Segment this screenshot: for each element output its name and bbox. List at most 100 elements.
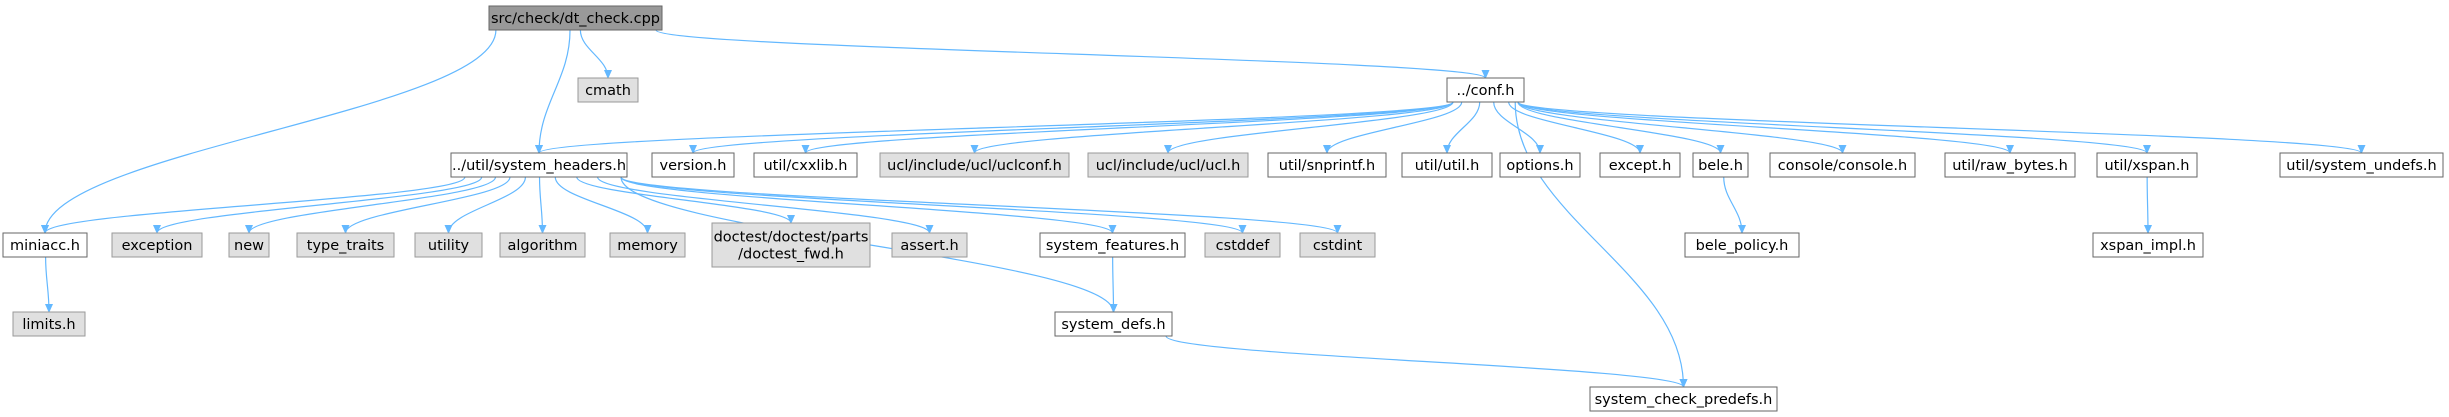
node-box-syscheck [1589,386,1778,412]
node-new[interactable]: new [228,232,270,258]
node-box-typetraits [296,232,395,258]
node-limits[interactable]: limits.h [12,311,86,337]
node-assert[interactable]: assert.h [891,232,968,258]
node-label-miniacc: miniacc.h [10,238,80,254]
node-label-cstddef: cstddef [1216,238,1271,254]
node-typetraits[interactable]: type_traits [296,232,395,258]
node-sysundefs[interactable]: util/system_undefs.h [2279,152,2444,178]
node-exception[interactable]: exception [111,232,203,258]
node-root[interactable]: src/check/dt_check.cpp [488,5,663,31]
node-version[interactable]: version.h [651,152,735,178]
node-box-limits [12,311,86,337]
edge-conf-to-version [689,101,1454,154]
node-label-bele: bele.h [1698,158,1743,174]
node-miniacc[interactable]: miniacc.h [2,232,88,258]
node-uclconf[interactable]: ucl/include/ucl/uclconf.h [879,152,1070,178]
node-algorithm[interactable]: algorithm [499,232,586,258]
edge-sysheaders-to-doctest [576,176,795,224]
edge-conf-to-except [1508,101,1644,154]
node-box-options [1499,152,1581,178]
node-label-snprintf: util/snprintf.h [1279,158,1375,174]
node-util[interactable]: util/util.h [1401,152,1493,178]
node-console[interactable]: console/console.h [1769,152,1916,178]
node-conf[interactable]: ../conf.h [1446,77,1525,103]
node-label-rawbytes: util/raw_bytes.h [1952,158,2068,174]
edge-conf-to-xspan [1517,101,2151,154]
edge-root-to-miniacc [41,29,497,234]
node-box-assert [891,232,968,258]
edge-miniacc-to-limits [44,256,53,313]
node-box-bele [1692,152,1749,178]
node-label-except: except.h [1609,158,1672,174]
edge-sysheaders-to-miniacc [41,176,466,234]
node-box-utility [414,232,483,258]
node-box-new [228,232,270,258]
node-rawbytes[interactable]: util/raw_bytes.h [1944,152,2076,178]
node-label-uclconf: ucl/include/ucl/uclconf.h [887,158,1062,174]
node-memory[interactable]: memory [609,232,686,258]
node-label-syscheck: system_check_predefs.h [1595,392,1773,408]
edge-conf-to-sysundefs [1517,101,2366,154]
node-doctest[interactable]: doctest/doctest/parts/doctest_fwd.h [711,222,871,268]
edge-conf-to-snprintf [1323,101,1463,154]
node-box-version [651,152,735,178]
edge-conf-to-bele [1517,101,1725,154]
node-options[interactable]: options.h [1499,152,1581,178]
edge-conf-to-uclconf [970,101,1454,154]
node-bele[interactable]: bele.h [1692,152,1749,178]
edge-sysheaders-to-sysfeatures [620,176,1117,234]
node-box-xspan [2096,152,2198,178]
node-box-sysdefs [1054,311,1173,337]
node-box-memory [609,232,686,258]
edge-sysheaders-to-typetraits [341,176,511,234]
edge-sysheaders-to-algorithm [538,176,547,234]
node-belepolicy[interactable]: bele_policy.h [1684,232,1800,258]
node-sysheaders[interactable]: ../util/system_headers.h [450,152,628,178]
node-box-except [1599,152,1681,178]
node-ucl[interactable]: ucl/include/ucl/ucl.h [1087,152,1249,178]
edge-root-to-sysheaders [535,29,571,154]
node-label-root: src/check/dt_check.cpp [491,11,660,27]
node-sysfeatures[interactable]: system_features.h [1039,232,1186,258]
node-label-exception: exception [122,238,193,254]
node-box-doctest [711,222,871,268]
edge-conf-to-cxxlib [801,101,1454,154]
edge-bele-to-belepolicy [1723,176,1746,234]
node-label-doctest-line-1: doctest/doctest/parts [714,230,869,246]
edge-sysdefs-to-syscheck [1165,335,1688,388]
node-box-root [488,5,663,31]
node-label-sysfeatures: system_features.h [1046,238,1179,254]
node-box-uclconf [879,152,1070,178]
node-cxxlib[interactable]: util/cxxlib.h [753,152,858,178]
edge-conf-to-syscheck [1514,101,1688,388]
node-snprintf[interactable]: util/snprintf.h [1267,152,1387,178]
node-label-options: options.h [1506,158,1573,174]
edge-xspan-to-xspanimpl [2143,176,2152,234]
edge-conf-to-ucl [1164,101,1454,154]
node-label-console: console/console.h [1778,158,1908,174]
node-cstdint[interactable]: cstdint [1299,232,1376,258]
edge-conf-to-console [1517,101,1847,154]
node-utility[interactable]: utility [414,232,483,258]
node-cmath[interactable]: cmath [577,77,639,103]
node-sysdefs[interactable]: system_defs.h [1054,311,1173,337]
node-box-xspanimpl [2092,232,2204,258]
node-xspanimpl[interactable]: xspan_impl.h [2092,232,2204,258]
node-box-cxxlib [753,152,858,178]
node-except[interactable]: except.h [1599,152,1681,178]
edge-root-to-cmath [579,29,612,79]
node-label-util: util/util.h [1415,158,1480,174]
node-box-util [1401,152,1493,178]
edge-sysheaders-to-exception [153,176,483,234]
edge-sysheaders-to-cstddef [620,176,1247,234]
edge-sysheaders-to-memory [554,176,652,234]
node-xspan[interactable]: util/xspan.h [2096,152,2198,178]
node-cstddef[interactable]: cstddef [1204,232,1281,258]
node-box-ucl [1087,152,1249,178]
edge-sysfeatures-to-sysdefs [1109,256,1118,313]
node-syscheck[interactable]: system_check_predefs.h [1589,386,1778,412]
node-label-cxxlib: util/cxxlib.h [763,158,847,174]
edge-sysheaders-to-assert [596,176,934,234]
node-box-miniacc [2,232,88,258]
node-box-exception [111,232,203,258]
